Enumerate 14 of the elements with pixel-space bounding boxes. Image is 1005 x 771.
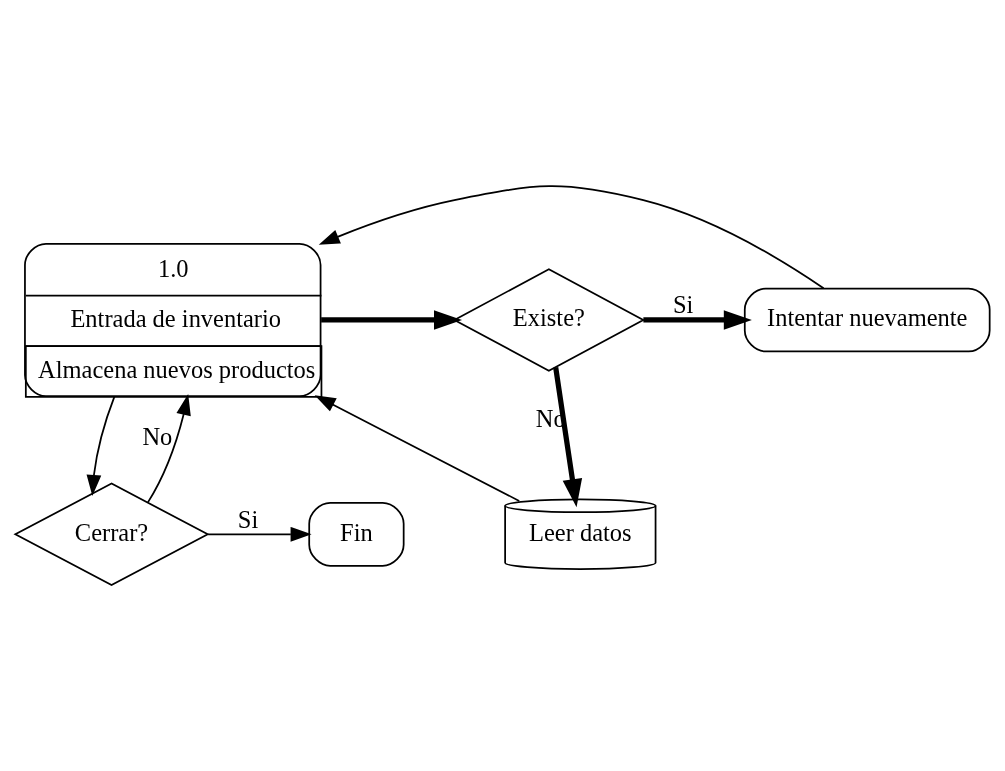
arrow [314, 395, 521, 502]
node-diamond: Cerrar? [13, 482, 210, 586]
arrow [553, 367, 583, 508]
arrow [207, 526, 312, 542]
node-box: Fin [308, 501, 405, 567]
arrow [643, 310, 752, 330]
node-box: Intentar nuevamente [743, 287, 991, 353]
arrow [147, 394, 191, 504]
edge-label: Si [672, 291, 694, 319]
edge-label: No [142, 422, 173, 450]
arrow [321, 310, 463, 330]
arrow [318, 185, 825, 290]
arrow [86, 395, 116, 496]
edge-label: Si [237, 505, 259, 533]
